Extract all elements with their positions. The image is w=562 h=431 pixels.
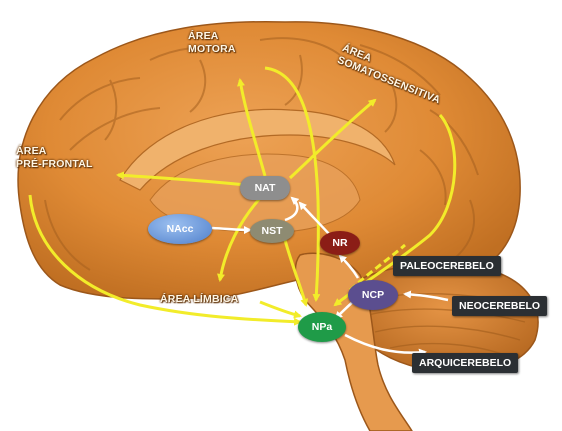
node-nat: NAT <box>240 176 290 200</box>
label-area-motora: ÁREA MOTORA <box>188 30 236 56</box>
label-area-prefrontal-line1: ÁREA <box>16 145 93 158</box>
node-nr: NR <box>320 231 360 255</box>
node-nst: NST <box>250 219 294 243</box>
label-area-motora-line2: MOTORA <box>188 43 236 56</box>
label-area-motora-line1: ÁREA <box>188 30 236 43</box>
node-npa: NPa <box>298 312 346 342</box>
path-limbic-to-npa <box>260 302 300 316</box>
label-area-limbica: ÁREA LÍMBICA <box>160 293 238 306</box>
node-nacc: NAcc <box>148 214 212 244</box>
node-ncp: NCP <box>348 280 398 310</box>
label-arquicerebelo: ARQUICEREBELO <box>412 353 518 373</box>
label-area-pre-frontal: ÁREA PRÉ-FRONTAL <box>16 145 93 171</box>
label-neocerebelo: NEOCEREBELO <box>452 296 547 316</box>
label-paleocerebelo: PALEOCEREBELO <box>393 256 501 276</box>
label-area-prefrontal-line2: PRÉ-FRONTAL <box>16 158 93 171</box>
